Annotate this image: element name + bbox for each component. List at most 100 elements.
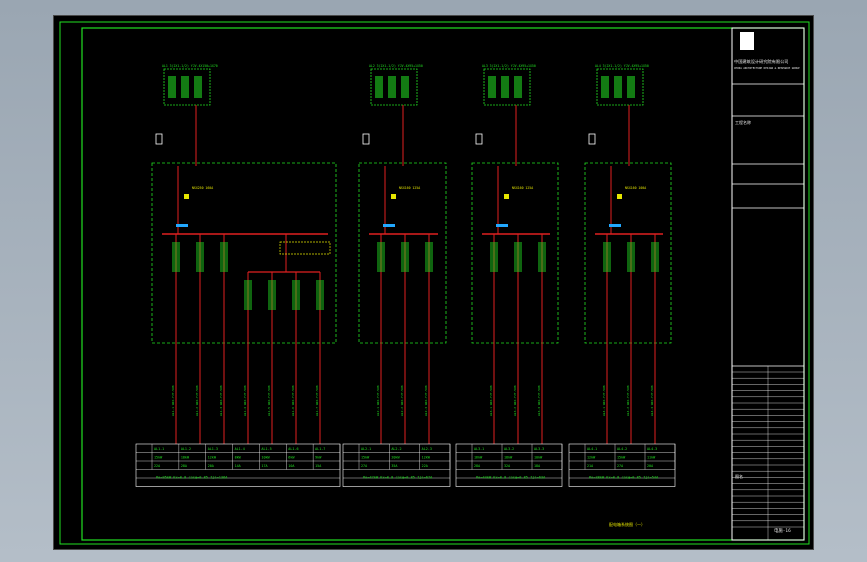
feeder-cable-label: AL4-1 WDZ-YJY-5X6 bbox=[602, 385, 606, 416]
feeder-cable-label: AL1-7 WDZ-YJY-5X6 bbox=[315, 385, 319, 416]
schedule-cell: 27A bbox=[361, 464, 367, 468]
schedule-cell: AL4-1 bbox=[587, 447, 597, 451]
main-breaker-symbol bbox=[504, 194, 509, 199]
terminal-block bbox=[168, 76, 176, 98]
feeder-cable-label: AL1-3 WDZ-YJY-5X6 bbox=[219, 385, 223, 416]
meter-symbol bbox=[362, 133, 370, 145]
incoming-terminal-box bbox=[370, 68, 418, 106]
sub-distribution-device bbox=[279, 241, 331, 255]
schedule-cell: 12kW bbox=[587, 456, 596, 460]
main-breaker-label: NSX250 160A bbox=[192, 186, 213, 190]
feeder-cable-label: AL4-2 WDZ-YJY-5X6 bbox=[626, 385, 630, 416]
feeder-cable-label: AL1-1 WDZ-YJY-5X6 bbox=[171, 385, 175, 416]
feeder-cable-label: AL2-2 WDZ-YJY-5X6 bbox=[400, 385, 404, 416]
cabinet-top-label: AL4 3(2X1-1/2) YJV-4X95+1X50 bbox=[595, 64, 649, 68]
schedule-cell: AL3-3 bbox=[534, 447, 544, 451]
schedule-cell: 28A bbox=[181, 464, 187, 468]
schedule-cell: AL1-7 bbox=[315, 447, 325, 451]
schedule-cell: 15kW bbox=[617, 456, 626, 460]
schedule-cell: AL1-6 bbox=[288, 447, 298, 451]
schedule-cell: 32A bbox=[504, 464, 510, 468]
schedule-cell: AL2-1 bbox=[361, 447, 371, 451]
outgoing-breaker bbox=[316, 280, 324, 310]
outgoing-breaker bbox=[627, 242, 635, 272]
company-name-cn: 中国建筑设计研究院有限公司 bbox=[734, 58, 788, 65]
feeder-cable-label: AL3-1 WDZ-YJY-5X6 bbox=[489, 385, 493, 416]
feeder-cable-label: AL1-5 WDZ-YJY-5X6 bbox=[267, 385, 271, 416]
schedule-cell: 27A bbox=[617, 464, 623, 468]
cabinet-enclosure bbox=[358, 162, 447, 344]
schedule-summary: Pe=38kW Kx=0.8 cosφ=0.85 Ijs=54A bbox=[589, 476, 659, 480]
outgoing-breaker bbox=[425, 242, 433, 272]
current-transformer-symbol bbox=[176, 224, 188, 227]
schedule-cell: 18kW bbox=[181, 456, 190, 460]
schedule-cell: AL1-1 bbox=[154, 447, 164, 451]
inner-frame bbox=[81, 27, 805, 541]
feeder-cable-label: AL2-1 WDZ-YJY-5X6 bbox=[376, 385, 380, 416]
schedule-cell: 18kW bbox=[504, 456, 513, 460]
drawing-label: 图名 bbox=[735, 473, 743, 479]
schedule-cell: 10kW bbox=[261, 456, 270, 460]
outgoing-breaker bbox=[538, 242, 546, 272]
terminal-block bbox=[488, 76, 496, 98]
incoming-terminal-box bbox=[596, 68, 644, 106]
cabinet-top-label: AL2 3(2X1-1/2) YJV-4X95+1X50 bbox=[369, 64, 423, 68]
schedule-cell: 20A bbox=[208, 464, 214, 468]
terminal-block bbox=[614, 76, 622, 98]
cabinet-top-label: AL3 3(2X1-1/2) YJV-4X95+1X50 bbox=[482, 64, 536, 68]
outgoing-breaker bbox=[603, 242, 611, 272]
schedule-cell: 6kW bbox=[288, 456, 295, 460]
outgoing-breaker bbox=[196, 242, 204, 272]
drawing-note: 配电箱系统图（一） bbox=[609, 521, 645, 527]
schedule-cell: 15A bbox=[315, 464, 321, 468]
schedule-cell: 20kW bbox=[391, 456, 400, 460]
schedule-cell: 10A bbox=[288, 464, 294, 468]
feeder-cable-label: AL1-2 WDZ-YJY-5X6 bbox=[195, 385, 199, 416]
terminal-block bbox=[501, 76, 509, 98]
schedule-cell: 17A bbox=[261, 464, 267, 468]
schedule-cell: 15kW bbox=[361, 456, 370, 460]
schedule-cell: AL4-3 bbox=[647, 447, 657, 451]
schedule-cell: 35A bbox=[391, 464, 397, 468]
company-logo bbox=[740, 32, 754, 50]
schedule-cell: 22A bbox=[154, 464, 160, 468]
current-transformer-symbol bbox=[609, 224, 621, 227]
schedule-summary: Pe=95kW Kx=0.8 cosφ=0.85 Ijs=136A bbox=[156, 476, 228, 480]
main-breaker-symbol bbox=[391, 194, 396, 199]
project-label: 工程名称 bbox=[735, 119, 751, 125]
schedule-cell: 8kW bbox=[235, 456, 242, 460]
schedule-cell: 15kW bbox=[154, 456, 163, 460]
outgoing-breaker bbox=[401, 242, 409, 272]
current-transformer-symbol bbox=[496, 224, 508, 227]
cabinet-enclosure bbox=[584, 162, 672, 344]
feeder-cable-label: AL4-3 WDZ-YJY-5X6 bbox=[650, 385, 654, 416]
schedule-cell: 10kW bbox=[534, 456, 543, 460]
outgoing-breaker bbox=[651, 242, 659, 272]
meter-symbol bbox=[155, 133, 163, 145]
schedule-summary: Pe=47kW Kx=0.8 cosφ=0.85 Ijs=67A bbox=[363, 476, 433, 480]
schedule-cell: AL3-1 bbox=[474, 447, 484, 451]
terminal-block bbox=[601, 76, 609, 98]
main-breaker-label: NSX160 125A bbox=[399, 186, 420, 190]
schedule-cell: AL1-4 bbox=[235, 447, 245, 451]
schedule-cell: AL2-3 bbox=[422, 447, 432, 451]
schedule-cell: 20A bbox=[647, 464, 653, 468]
outer-frame bbox=[59, 21, 810, 545]
outgoing-breaker bbox=[292, 280, 300, 310]
outgoing-breaker bbox=[244, 280, 252, 310]
cad-drawing-sheet[interactable]: 中国建筑设计研究院有限公司 CHINA ARCHITECTURE DESIGN … bbox=[53, 15, 814, 550]
cabinet-enclosure bbox=[151, 162, 337, 344]
main-breaker-symbol bbox=[184, 194, 189, 199]
outgoing-breaker bbox=[220, 242, 228, 272]
terminal-block bbox=[194, 76, 202, 98]
schedule-cell: AL3-2 bbox=[504, 447, 514, 451]
terminal-block bbox=[181, 76, 189, 98]
outgoing-breaker bbox=[514, 242, 522, 272]
drawing-number: 电施-16 bbox=[774, 527, 791, 534]
schedule-cell: 9kW bbox=[315, 456, 322, 460]
